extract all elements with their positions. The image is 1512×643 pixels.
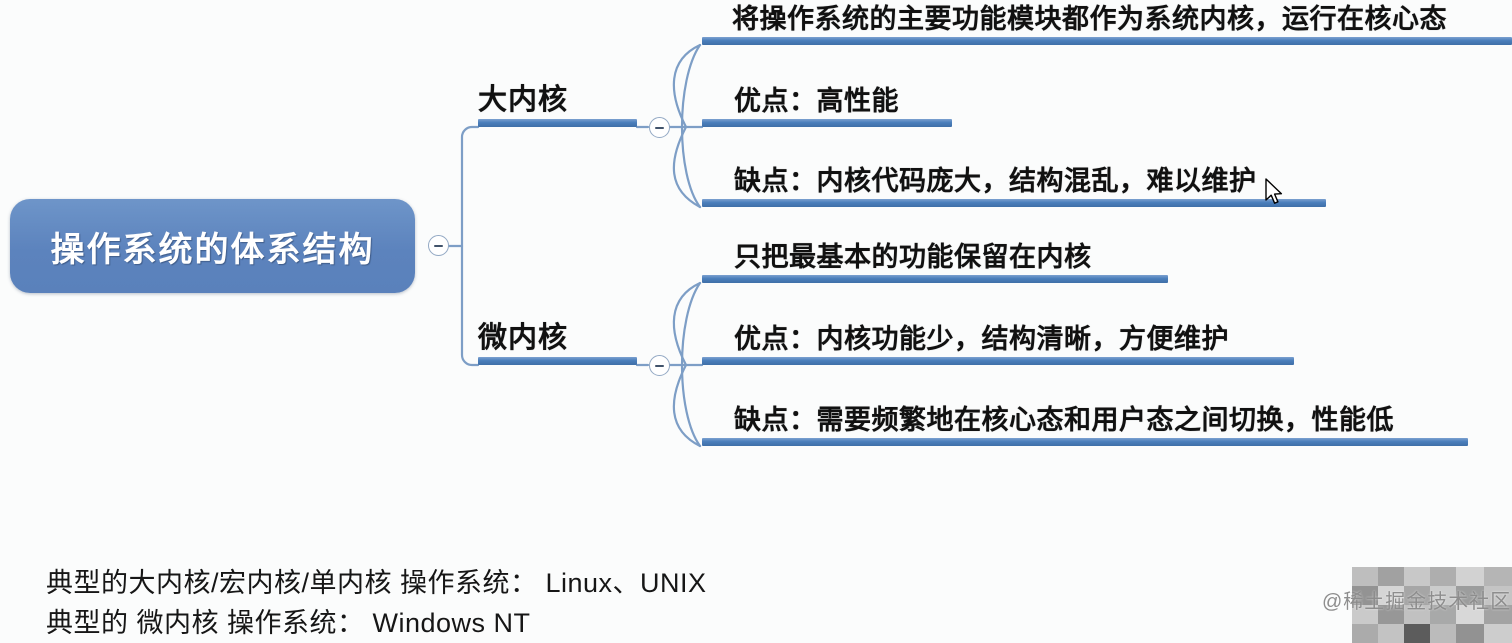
mosaic-pattern	[1352, 567, 1512, 643]
branch-node-label: 大内核	[478, 84, 569, 116]
note-line-microkernel: 典型的 微内核 操作系统： Windows NT	[46, 608, 531, 638]
leaf-node-microkernel-definition[interactable]: 只把最基本的功能保留在内核	[702, 242, 1168, 283]
node-underline-bar	[702, 199, 1326, 207]
note-line-monolithic: 典型的大内核/宏内核/单内核 操作系统： Linux、UNIX	[46, 568, 707, 598]
branch-node-microkernel[interactable]: 微内核	[478, 316, 637, 365]
branch-node-label: 微内核	[478, 322, 569, 354]
leaf-node-microkernel-pros[interactable]: 优点：内核功能少，结构清晰，方便维护	[702, 324, 1294, 365]
root-node-label: 操作系统的体系结构	[50, 230, 375, 269]
bottom-notes: 典型的大内核/宏内核/单内核 操作系统： Linux、UNIX 典型的 微内核 …	[46, 563, 707, 643]
node-underline-bar	[702, 275, 1168, 283]
watermark: @稀土掘金技术社区	[1322, 559, 1512, 643]
node-underline-bar	[702, 357, 1294, 365]
root-node[interactable]: 操作系统的体系结构	[10, 199, 415, 293]
node-underline-bar	[702, 438, 1468, 446]
leaf-node-label: 缺点：内核代码庞大，结构混乱，难以维护	[734, 166, 1257, 196]
node-underline-bar	[702, 37, 1512, 45]
leaf-node-label: 缺点：需要频繁地在核心态和用户态之间切换，性能低	[734, 405, 1394, 435]
leaf-node-monolithic-definition[interactable]: 将操作系统的主要功能模块都作为系统内核，运行在核心态	[702, 4, 1512, 45]
leaf-node-monolithic-pros[interactable]: 优点：高性能	[702, 86, 952, 127]
node-underline-bar	[478, 357, 637, 365]
minus-icon	[655, 126, 664, 129]
minus-icon	[655, 364, 664, 367]
leaf-node-monolithic-cons[interactable]: 缺点：内核代码庞大，结构混乱，难以维护	[702, 166, 1326, 207]
node-underline-bar	[478, 119, 637, 127]
branch-node-monolithic-kernel[interactable]: 大内核	[478, 78, 637, 127]
leaf-node-label: 只把最基本的功能保留在内核	[734, 242, 1092, 272]
mouse-pointer-icon	[1265, 178, 1283, 204]
branch-collapse-button-microkernel[interactable]	[649, 355, 670, 376]
leaf-node-microkernel-cons[interactable]: 缺点：需要频繁地在核心态和用户态之间切换，性能低	[702, 405, 1468, 446]
watermark-label: @稀土掘金技术社区	[1322, 591, 1512, 613]
leaf-node-label: 将操作系统的主要功能模块都作为系统内核，运行在核心态	[732, 4, 1447, 34]
minus-icon	[434, 244, 443, 247]
leaf-node-label: 优点：高性能	[734, 86, 899, 116]
leaf-node-label: 优点：内核功能少，结构清晰，方便维护	[734, 324, 1229, 354]
branch-collapse-button-monolithic-kernel[interactable]	[649, 117, 670, 138]
root-collapse-button[interactable]	[428, 235, 449, 256]
node-underline-bar	[702, 119, 952, 127]
